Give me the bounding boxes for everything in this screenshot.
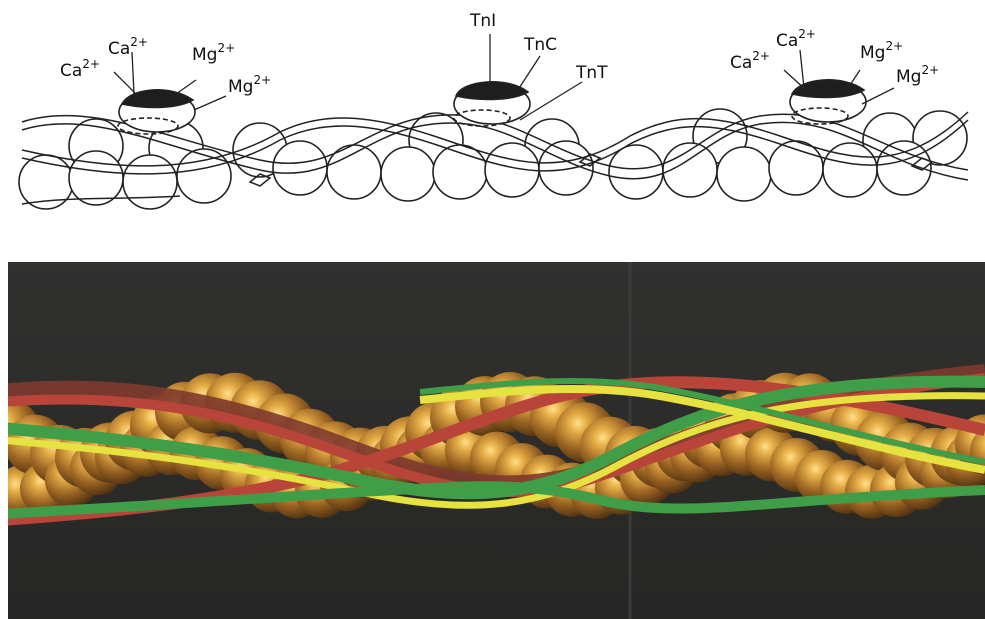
- label-right-ca-2: Ca2+: [776, 27, 816, 51]
- actin-monomer: [177, 149, 231, 203]
- label-left-mg-1: Mg2+: [192, 41, 235, 65]
- actin-monomer: [123, 155, 177, 209]
- actin-monomer: [69, 151, 123, 205]
- label-right-mg-2: Mg2+: [896, 63, 939, 87]
- label-right-mg-1: Mg2+: [860, 39, 903, 63]
- label-right-ca-1: Ca2+: [730, 49, 770, 73]
- molecular-render: [0, 262, 985, 619]
- actin-monomer: [381, 147, 435, 201]
- label-left-ca-1: Ca2+: [60, 57, 100, 81]
- label-tni: TnI: [469, 11, 496, 31]
- label-tnt: TnT: [575, 63, 608, 83]
- label-left-ca-2: Ca2+: [108, 35, 148, 59]
- label-left-mg-2: Mg2+: [228, 73, 271, 97]
- actin-monomer: [609, 145, 663, 199]
- actin-monomer: [717, 147, 771, 201]
- schematic-drawing: Ca2+ Ca2+ Mg2+ Mg2+ TnI TnC TnT Ca2+ Ca2…: [19, 11, 968, 209]
- label-tnc: TnC: [523, 35, 557, 55]
